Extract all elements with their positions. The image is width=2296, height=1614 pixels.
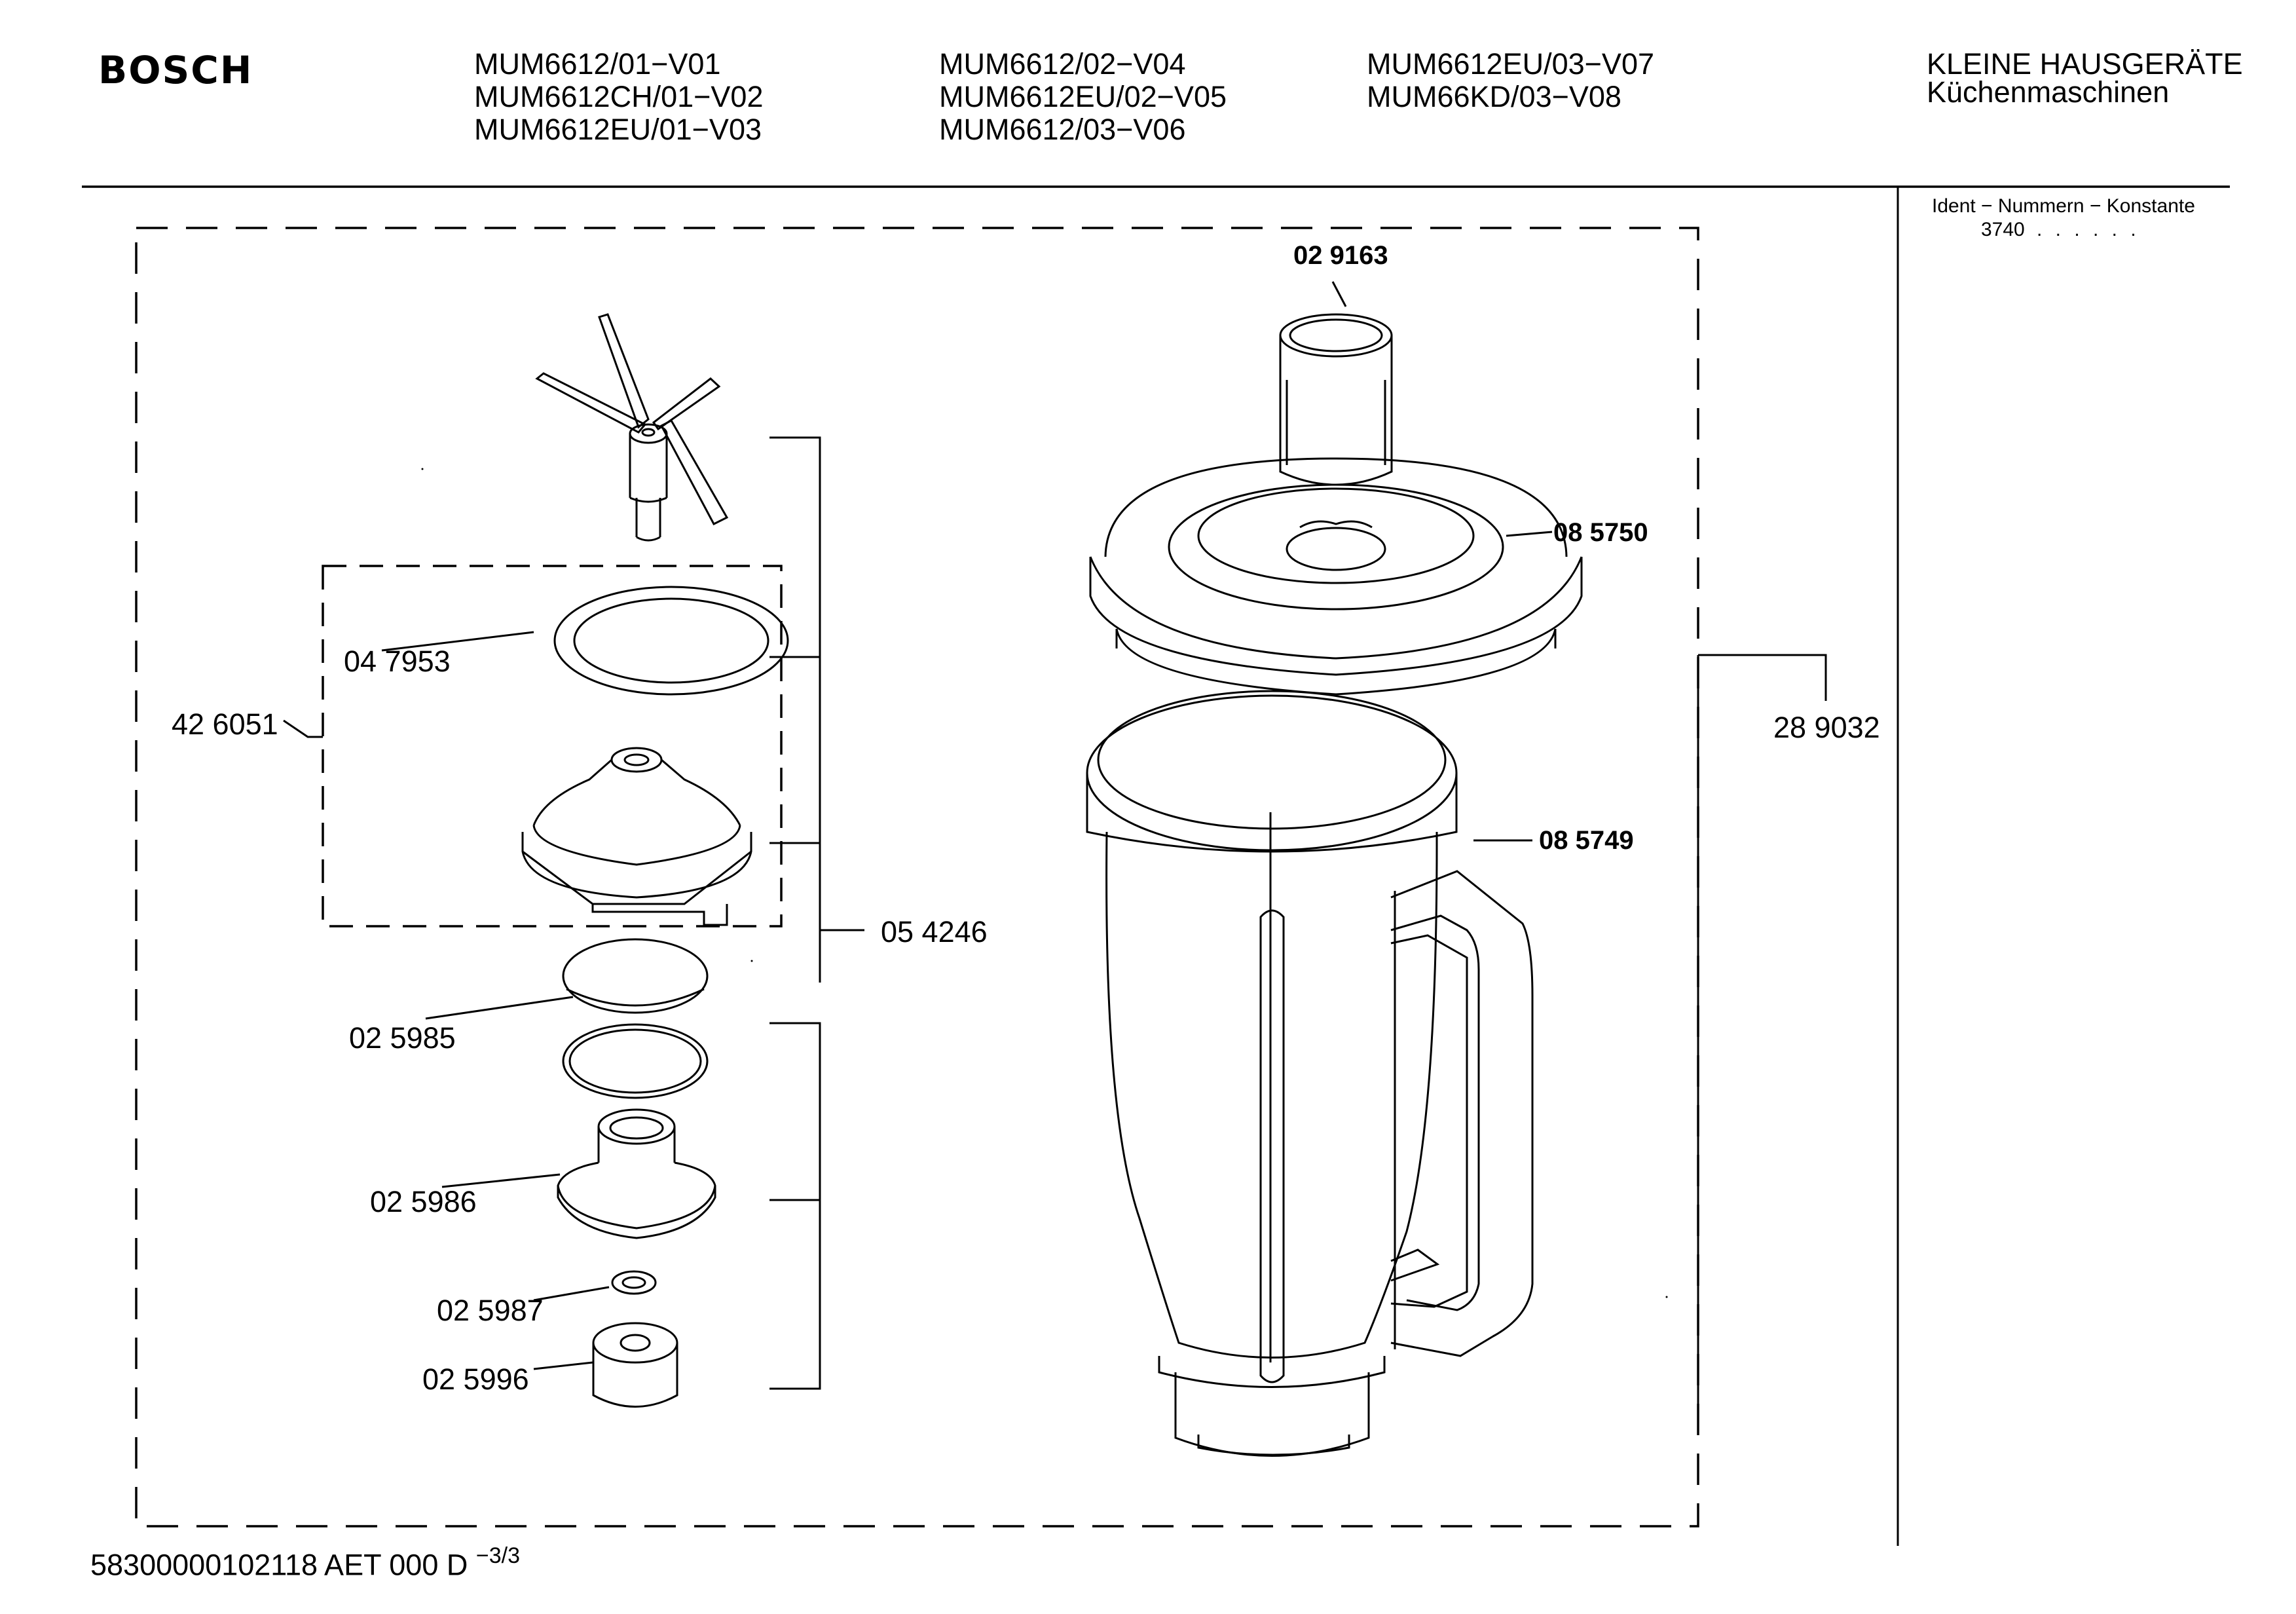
leader-085750 bbox=[1506, 531, 1553, 537]
page-number: 3/3 bbox=[489, 1543, 520, 1568]
part-label-025987: 02 5987 bbox=[437, 1294, 544, 1327]
leader-047953 bbox=[381, 631, 534, 652]
brand-logo: BOSCH bbox=[98, 48, 253, 92]
leader-029163 bbox=[1331, 281, 1347, 307]
nut-part bbox=[592, 1322, 678, 1408]
knife-blade-part bbox=[535, 313, 729, 542]
jug-lid-part bbox=[1089, 457, 1583, 696]
bracket-lower bbox=[769, 1022, 821, 1390]
ident-title: Ident − Nummern − Konstante bbox=[1932, 195, 2195, 217]
leader-025986 bbox=[441, 1173, 561, 1188]
seal-ring-part bbox=[553, 586, 789, 696]
washer-part bbox=[611, 1270, 657, 1295]
subassembly-frame bbox=[322, 565, 783, 928]
model-number: MUM6612EU/01−V03 bbox=[474, 113, 762, 146]
part-label-025985: 02 5985 bbox=[349, 1021, 456, 1055]
category-title: KLEINE HAUSGERÄTE bbox=[1927, 47, 2243, 81]
model-number: MUM6612/01−V01 bbox=[474, 47, 721, 81]
part-label-025986: 02 5986 bbox=[370, 1185, 477, 1218]
model-number: MUM6612/03−V06 bbox=[939, 113, 1186, 146]
leader-025996 bbox=[533, 1361, 593, 1370]
model-number: MUM6612CH/01−V02 bbox=[474, 80, 764, 113]
part-label-085749: 08 5749 bbox=[1539, 826, 1634, 855]
page-indicator: −3/3 bbox=[476, 1543, 520, 1568]
part-label-426051: 42 6051 bbox=[172, 707, 278, 741]
model-number: MUM6612EU/02−V05 bbox=[939, 80, 1227, 113]
bracket-054246 bbox=[769, 436, 864, 983]
leader-025987 bbox=[533, 1286, 610, 1302]
model-number: MUM66KD/03−V08 bbox=[1367, 80, 1621, 113]
leader-025985 bbox=[425, 996, 574, 1020]
part-label-054246: 05 4246 bbox=[881, 915, 988, 948]
bracket-289032 bbox=[1698, 654, 1827, 701]
ident-value: 3740 bbox=[1981, 219, 2025, 240]
part-label-047953: 04 7953 bbox=[344, 645, 451, 678]
model-number: MUM6612EU/03−V07 bbox=[1367, 47, 1654, 81]
bearing-cup-part bbox=[557, 1108, 716, 1239]
blender-jug-part bbox=[1086, 690, 1534, 1457]
part-label-025996: 02 5996 bbox=[422, 1362, 529, 1396]
doc-number: 58300000102118 AET 000 D bbox=[90, 1548, 468, 1582]
stray-dots bbox=[421, 468, 1668, 1298]
footer-doc-number: 58300000102118 AET 000 D −3/3 bbox=[90, 1545, 520, 1580]
leader-426051 bbox=[283, 719, 323, 738]
part-label-085750: 08 5750 bbox=[1553, 518, 1648, 547]
model-number: MUM6612/02−V04 bbox=[939, 47, 1186, 81]
category-subtitle: Küchenmaschinen bbox=[1927, 75, 2170, 109]
gasket-rings-part bbox=[562, 938, 709, 1099]
blade-holder-part bbox=[521, 747, 752, 926]
part-label-289032: 28 9032 bbox=[1773, 711, 1880, 744]
ident-dots: . . . . . . bbox=[2037, 219, 2140, 240]
part-label-029163: 02 9163 bbox=[1293, 241, 1388, 270]
page-prefix: − bbox=[475, 1543, 489, 1568]
